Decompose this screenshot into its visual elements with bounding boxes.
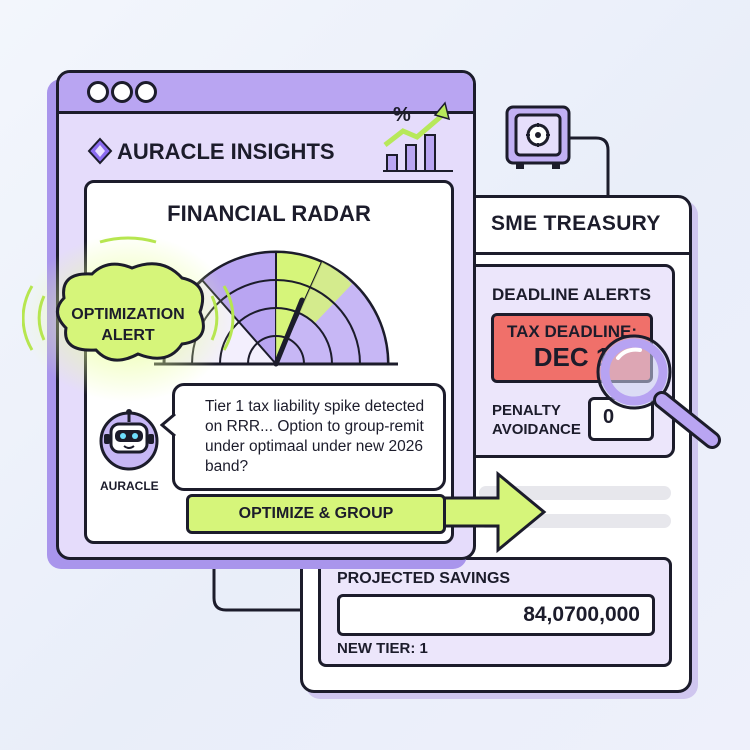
tax-deadline-label: TAX DEADLINE: [506,322,637,341]
assistant-message-bubble: Tier 1 tax liability spike detected on R… [172,383,446,491]
treasury-title: SME TREASURY [491,212,661,235]
window-control-dot[interactable] [87,81,109,103]
new-tier-label: NEW TIER: 1 [337,640,428,657]
window-control-dot[interactable] [135,81,157,103]
assistant-name: AURACLE [100,479,159,493]
optimization-alert-label[interactable]: OPTIMIZATION ALERT [71,306,185,344]
robot-avatar-icon [99,409,159,471]
optimize-and-group-label: OPTIMIZE & GROUP [238,505,394,522]
window-titlebar [59,73,473,114]
deadline-alerts-title: DEADLINE ALERTS [492,285,651,304]
projected-savings-value: 84,0700,000 [523,603,640,626]
penalty-value: 0 [603,406,615,428]
brand-name: AURACLE INSIGHTS [117,139,335,164]
arrow-right-icon [436,470,547,554]
penalty-avoidance-label: PENALTY AVOIDANCE [492,402,581,438]
assistant-message: Tier 1 tax liability spike detected on R… [205,398,425,475]
percent-growth-chart-icon: % [383,101,453,172]
diamond-logo-icon [87,137,113,165]
projected-savings-field[interactable]: 84,0700,000 [337,594,655,636]
projected-savings-title: PROJECTED SAVINGS [337,570,511,587]
svg-text:%: % [393,104,411,126]
window-control-dot[interactable] [111,81,133,103]
gauge-needle [273,297,305,367]
optimize-and-group-button[interactable]: OPTIMIZE & GROUP [186,494,446,534]
magnifying-glass-icon [596,334,721,449]
safe-vault-icon [505,105,571,169]
bubble-tail [160,412,176,438]
title-divider [303,252,689,255]
radar-title: FINANCIAL RADAR [167,201,371,226]
optimization-alert-glow [22,234,235,402]
projected-savings-panel: PROJECTED SAVINGS 84,0700,000 NEW TIER: … [318,557,672,667]
